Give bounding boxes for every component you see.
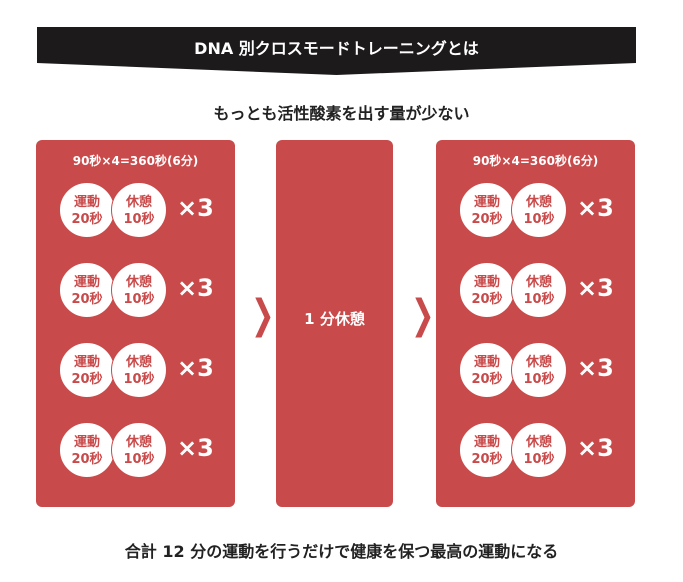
cycle-row: 運動 20秒 休憩 10秒 ×3 bbox=[59, 182, 229, 240]
exercise-label: 運動 bbox=[73, 195, 100, 210]
exercise-label: 運動 bbox=[473, 195, 500, 210]
exercise-time: 20秒 bbox=[471, 452, 503, 467]
left-panel: 90秒×4=360秒(6分) 運動 20秒 休憩 10秒 ×3 運動 20秒 休憩 10… bbox=[36, 140, 235, 507]
repeat-count: ×3 bbox=[577, 274, 614, 302]
exercise-label: 運動 bbox=[73, 355, 100, 370]
subtitle: もっとも活性酸素を出す量が少ない bbox=[213, 104, 470, 123]
exercise-time: 20秒 bbox=[71, 292, 103, 307]
exercise-circle: 運動 20秒 bbox=[59, 422, 115, 478]
rest-time: 10秒 bbox=[123, 212, 155, 227]
rest-time: 10秒 bbox=[523, 292, 555, 307]
rest-label: 休憩 bbox=[525, 435, 552, 450]
exercise-time: 20秒 bbox=[471, 292, 503, 307]
footer-text: 合計 12 分の運動を行うだけで健康を保つ最高の運動になる bbox=[124, 542, 559, 561]
rest-label: 休憩 bbox=[125, 275, 152, 290]
rest-circle: 休憩 10秒 bbox=[111, 342, 167, 398]
repeat-count: ×3 bbox=[177, 354, 214, 382]
rest-circle: 休憩 10秒 bbox=[111, 262, 167, 318]
exercise-circle: 運動 20秒 bbox=[459, 182, 515, 238]
cycle-row: 運動 20秒 休憩 10秒 ×3 bbox=[59, 422, 229, 480]
rest-label: 1 分休憩 bbox=[304, 310, 365, 328]
rest-label: 休憩 bbox=[525, 355, 552, 370]
repeat-count: ×3 bbox=[177, 434, 214, 462]
cycle-row: 運動 20秒 休憩 10秒 ×3 bbox=[459, 342, 629, 400]
rest-time: 10秒 bbox=[123, 292, 155, 307]
rest-label: 休憩 bbox=[525, 275, 552, 290]
exercise-time: 20秒 bbox=[471, 372, 503, 387]
title: DNA 別クロスモードトレーニングとは bbox=[194, 39, 479, 58]
exercise-time: 20秒 bbox=[471, 212, 503, 227]
rest-circle: 休憩 10秒 bbox=[511, 262, 567, 318]
title-banner: DNA 別クロスモードトレーニングとは bbox=[37, 27, 636, 75]
repeat-count: ×3 bbox=[577, 194, 614, 222]
chevron-right-icon: ❯ bbox=[251, 292, 275, 338]
middle-panel: 1 分休憩 bbox=[276, 140, 393, 507]
cycle-row: 運動 20秒 休憩 10秒 ×3 bbox=[59, 262, 229, 320]
rest-label: 休憩 bbox=[525, 195, 552, 210]
exercise-circle: 運動 20秒 bbox=[59, 342, 115, 398]
cycle-row: 運動 20秒 休憩 10秒 ×3 bbox=[59, 342, 229, 400]
panel-header: 90秒×4=360秒(6分) bbox=[72, 154, 199, 168]
rest-label: 休憩 bbox=[125, 355, 152, 370]
exercise-circle: 運動 20秒 bbox=[59, 182, 115, 238]
exercise-circle: 運動 20秒 bbox=[59, 262, 115, 318]
repeat-count: ×3 bbox=[577, 434, 614, 462]
chevron-right-icon: ❯ bbox=[411, 292, 435, 338]
rest-label: 休憩 bbox=[125, 195, 152, 210]
repeat-count: ×3 bbox=[577, 354, 614, 382]
rest-circle: 休憩 10秒 bbox=[511, 422, 567, 478]
exercise-label: 運動 bbox=[473, 275, 500, 290]
cycle-row: 運動 20秒 休憩 10秒 ×3 bbox=[459, 182, 629, 240]
rest-time: 10秒 bbox=[123, 372, 155, 387]
rest-time: 10秒 bbox=[523, 452, 555, 467]
rest-time: 10秒 bbox=[523, 372, 555, 387]
exercise-label: 運動 bbox=[473, 435, 500, 450]
repeat-count: ×3 bbox=[177, 274, 214, 302]
cycle-row: 運動 20秒 休憩 10秒 ×3 bbox=[459, 262, 629, 320]
exercise-time: 20秒 bbox=[71, 212, 103, 227]
rest-circle: 休憩 10秒 bbox=[111, 182, 167, 238]
rest-circle: 休憩 10秒 bbox=[511, 182, 567, 238]
panel-header: 90秒×4=360秒(6分) bbox=[472, 154, 599, 168]
exercise-time: 20秒 bbox=[71, 452, 103, 467]
rest-time: 10秒 bbox=[523, 212, 555, 227]
exercise-circle: 運動 20秒 bbox=[459, 342, 515, 398]
exercise-label: 運動 bbox=[73, 275, 100, 290]
exercise-circle: 運動 20秒 bbox=[459, 262, 515, 318]
right-panel: 90秒×4=360秒(6分) 運動 20秒 休憩 10秒 ×3 運動 20秒 休憩 10… bbox=[436, 140, 635, 507]
rest-time: 10秒 bbox=[123, 452, 155, 467]
rest-circle: 休憩 10秒 bbox=[511, 342, 567, 398]
rest-label: 休憩 bbox=[125, 435, 152, 450]
exercise-time: 20秒 bbox=[71, 372, 103, 387]
rest-circle: 休憩 10秒 bbox=[111, 422, 167, 478]
cycle-row: 運動 20秒 休憩 10秒 ×3 bbox=[459, 422, 629, 480]
exercise-label: 運動 bbox=[73, 435, 100, 450]
repeat-count: ×3 bbox=[177, 194, 214, 222]
exercise-circle: 運動 20秒 bbox=[459, 422, 515, 478]
exercise-label: 運動 bbox=[473, 355, 500, 370]
